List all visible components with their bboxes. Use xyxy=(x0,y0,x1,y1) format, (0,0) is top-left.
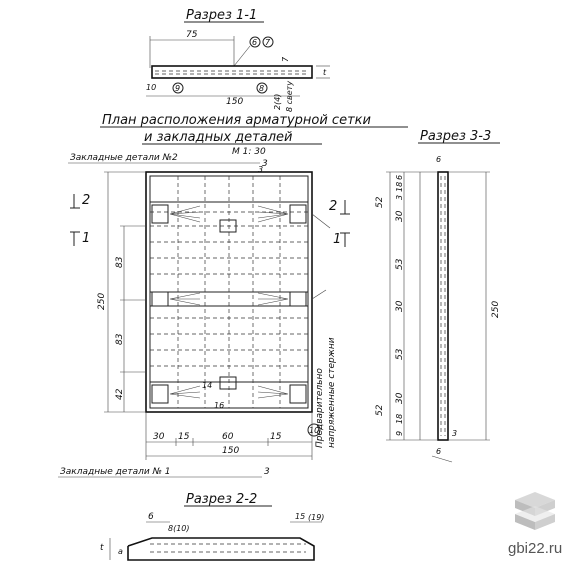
dim-t-1-1: t xyxy=(323,68,327,77)
dim-8-svetu-bottom: 8 свету xyxy=(285,81,294,112)
label-t-2-2: t xyxy=(100,543,104,553)
callout-6-label: 6 xyxy=(252,38,257,47)
callout-8-label: 8 xyxy=(259,84,264,93)
slab-section-2-2 xyxy=(127,537,315,561)
dim-52-top: 52 xyxy=(375,196,385,208)
callout-8 xyxy=(256,82,268,94)
dim-18-top: 18 xyxy=(395,182,404,192)
section-3-mark-top: 3 xyxy=(262,159,268,169)
label-16: 16 xyxy=(214,401,224,410)
slab-section-1-1 xyxy=(151,65,313,79)
callout-6 xyxy=(249,36,261,48)
dim-150-top: 150 xyxy=(226,97,243,107)
dim-53-b: 53 xyxy=(395,348,405,360)
dim-30-c: 30 xyxy=(395,392,405,404)
dim-75: 75 xyxy=(186,30,198,40)
callout-10-label: 10 xyxy=(309,426,319,435)
cut-mark-1-right: 1 xyxy=(333,232,341,247)
dim-2-4: 2(4) xyxy=(273,94,282,110)
label-8-10: 8(10) xyxy=(168,524,190,533)
section-1-1-title: Разрез 1-1 xyxy=(186,8,257,23)
note-prestressed-line2: напряженные стержни xyxy=(327,337,337,448)
dim-52-bottom: 52 xyxy=(375,404,385,416)
dim-6-side: 6 xyxy=(395,175,404,180)
dim-30-b: 30 xyxy=(395,300,405,312)
watermark-logo xyxy=(510,490,560,538)
label-b: 6 xyxy=(148,512,154,522)
dim-8-svetu-top: 7 xyxy=(281,56,290,62)
embedded-bottom-label: Закладные детали № 1 xyxy=(60,467,171,477)
section-3-3-title: Разрез 3-3 xyxy=(420,129,491,144)
section-2-2-title: Разрез 2-2 xyxy=(186,492,257,507)
dim-3-top: 3 xyxy=(395,195,404,200)
lifting-loop xyxy=(219,219,237,233)
dim-53-a: 53 xyxy=(395,258,405,270)
rib-mark: 3 xyxy=(258,165,263,174)
embedded-plate xyxy=(289,204,307,224)
dim-250-left: 250 xyxy=(97,293,107,310)
embedded-top-label: Закладные детали №2 xyxy=(70,153,178,163)
plan-title-line1: План расположения арматурной сетки xyxy=(102,113,371,128)
dim-15-bottom-b: 15 xyxy=(270,432,282,442)
slab-section-3-3 xyxy=(437,171,449,441)
label-19: (19) xyxy=(308,513,324,522)
watermark-text: gbi22.ru xyxy=(508,540,563,557)
dim-150-bottom: 150 xyxy=(222,446,239,456)
callout-9-label: 9 xyxy=(175,84,180,93)
dim-250-right: 250 xyxy=(491,301,501,318)
label-14: 14 xyxy=(202,381,212,390)
dim-6-bottom: 6 xyxy=(436,447,441,456)
dim-30-a: 30 xyxy=(395,210,405,222)
plan-title-line2: и закладных деталей xyxy=(144,130,292,145)
section-3-mark-bottom: 3 xyxy=(264,467,270,477)
dim-9-bottom: 9 xyxy=(395,431,404,436)
label-a: a xyxy=(118,547,123,556)
plan-scale: М 1: 30 xyxy=(232,147,266,157)
callout-10 xyxy=(307,423,321,437)
dim-83-upper: 83 xyxy=(115,256,125,268)
note-prestressed-line1: Предварительно xyxy=(315,368,325,448)
callout-7 xyxy=(262,36,274,48)
dim-3-bottom: 3 xyxy=(452,429,457,438)
callout-7-label: 7 xyxy=(265,38,271,47)
callout-9 xyxy=(172,82,184,94)
cut-mark-2-left: 2 xyxy=(82,193,90,208)
dim-30-bottom: 30 xyxy=(153,432,165,442)
dim-10: 10 xyxy=(146,83,156,92)
embedded-plate xyxy=(151,204,169,224)
dim-15-bottom-a: 15 xyxy=(178,432,190,442)
embedded-plate xyxy=(151,291,169,307)
embedded-plate xyxy=(289,291,307,307)
dim-18-bottom: 18 xyxy=(395,414,404,424)
dim-6-top: 6 xyxy=(436,155,441,164)
dim-83-lower: 83 xyxy=(115,333,125,345)
embedded-plate xyxy=(151,384,169,404)
dim-60-bottom: 60 xyxy=(222,432,234,442)
slab-outline xyxy=(145,171,313,413)
embedded-plate xyxy=(289,384,307,404)
label-15: 15 xyxy=(295,512,305,521)
cut-mark-1-left: 1 xyxy=(82,231,90,246)
cut-mark-2-right: 2 xyxy=(329,199,337,214)
dim-42: 42 xyxy=(115,388,125,400)
lifting-loop xyxy=(219,376,237,390)
